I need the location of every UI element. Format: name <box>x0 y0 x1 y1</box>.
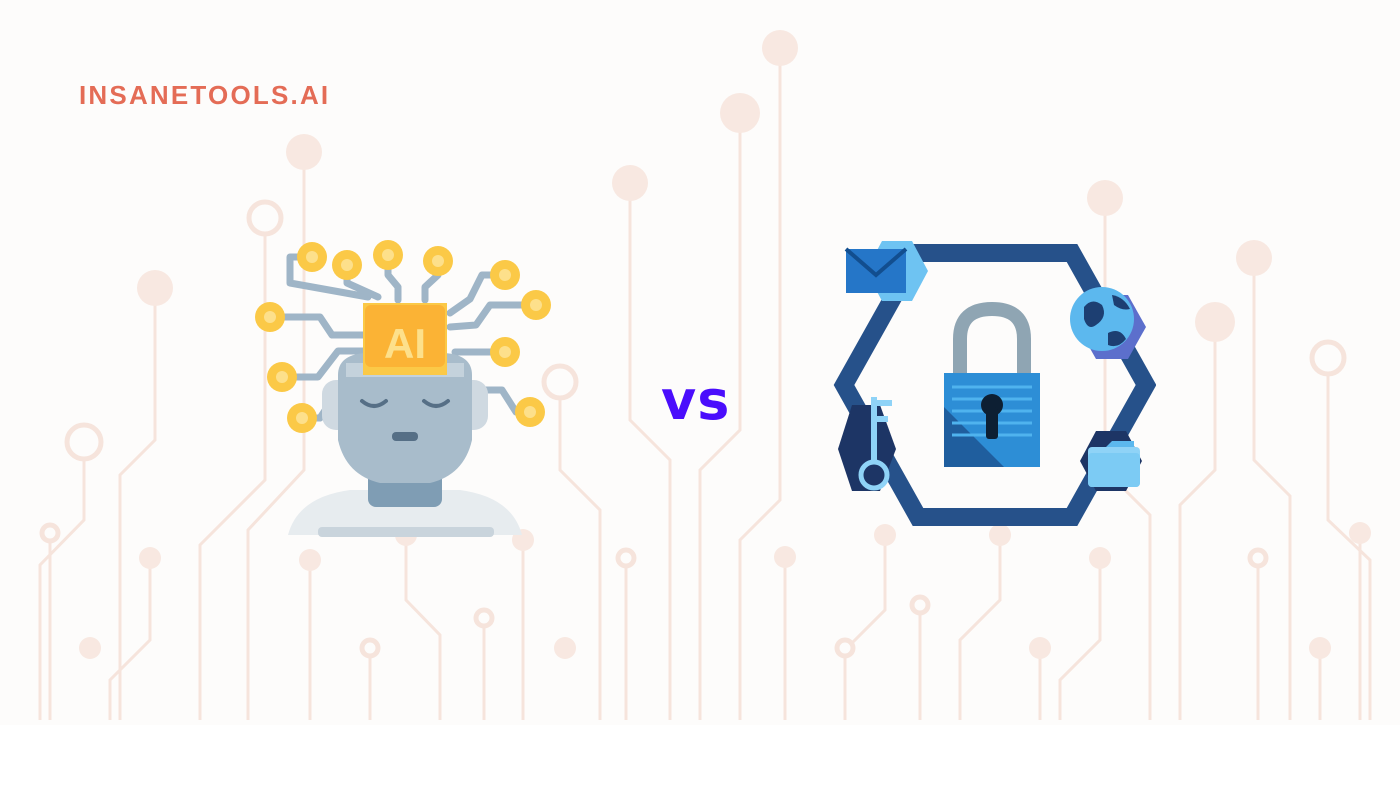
ai-chip-label: AI <box>384 320 426 367</box>
ai-robot-head-icon: AI <box>255 240 551 537</box>
brand-logo-text[interactable]: INSANETOOLS.AI <box>79 80 331 110</box>
versus-label: vs <box>661 369 731 432</box>
cyber-security-lock-icon <box>833 241 1156 526</box>
